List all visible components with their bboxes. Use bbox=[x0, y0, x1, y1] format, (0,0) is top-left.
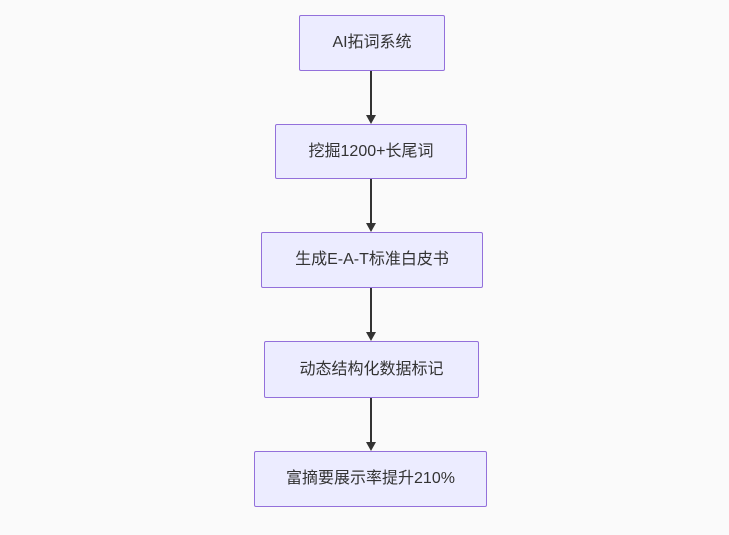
flow-node-ai-keyword-system: AI拓词系统 bbox=[299, 15, 445, 71]
flow-node-label: AI拓词系统 bbox=[332, 34, 412, 52]
flow-node-label: 富摘要展示率提升210% bbox=[286, 470, 455, 488]
flow-node-label: 挖掘1200+长尾词 bbox=[308, 142, 434, 160]
flow-node-longtail-mining: 挖掘1200+长尾词 bbox=[275, 124, 467, 179]
arrow-line bbox=[370, 179, 372, 223]
flow-node-label: 动态结构化数据标记 bbox=[299, 360, 444, 378]
arrow-down-icon bbox=[366, 332, 376, 341]
flow-node-rich-snippet-result: 富摘要展示率提升210% bbox=[254, 451, 487, 507]
flow-node-eat-whitepaper: 生成E-A-T标准白皮书 bbox=[261, 232, 483, 288]
arrow-line bbox=[370, 288, 372, 332]
flow-edge-4 bbox=[366, 398, 376, 451]
flow-node-structured-data-markup: 动态结构化数据标记 bbox=[264, 341, 479, 398]
arrow-line bbox=[370, 71, 372, 115]
flow-edge-1 bbox=[366, 71, 376, 124]
flow-edge-3 bbox=[366, 288, 376, 341]
arrow-line bbox=[370, 398, 372, 442]
flow-node-label: 生成E-A-T标准白皮书 bbox=[295, 251, 449, 269]
arrow-down-icon bbox=[366, 223, 376, 232]
arrow-down-icon bbox=[366, 115, 376, 124]
flow-edge-2 bbox=[366, 179, 376, 232]
arrow-down-icon bbox=[366, 442, 376, 451]
